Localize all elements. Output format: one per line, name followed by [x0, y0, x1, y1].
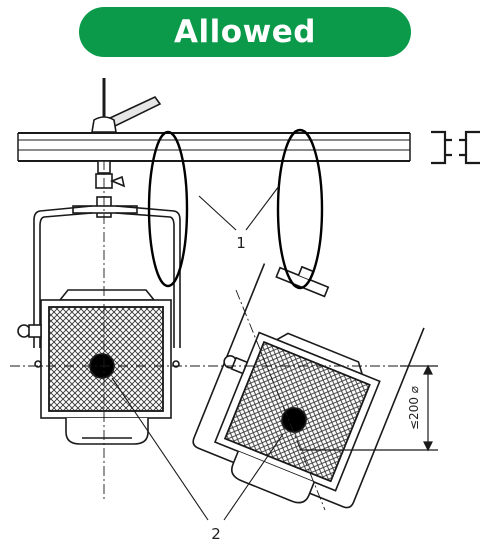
- bracket-hanger: [33, 173, 181, 348]
- callout-1-leaders: [198, 185, 280, 231]
- allowed-badge: Allowed: [79, 7, 411, 57]
- dimension-marker: [300, 364, 438, 452]
- rail-profile-symbol: [431, 130, 480, 165]
- luminaire-right-tilted: [192, 263, 425, 509]
- luminaire-left: [17, 289, 180, 445]
- ceiling-rail: [17, 132, 411, 162]
- rail-clamp-handle: [91, 78, 162, 174]
- center-lines: [10, 160, 420, 511]
- dimension-label: ≤200 ⌀: [407, 386, 421, 430]
- attachment-ellipses: [147, 128, 324, 290]
- callout-1-label: 1: [236, 234, 246, 252]
- callout-2-leaders: [111, 377, 284, 521]
- callout-2-label: 2: [211, 525, 221, 543]
- allowed-label: Allowed: [174, 14, 316, 50]
